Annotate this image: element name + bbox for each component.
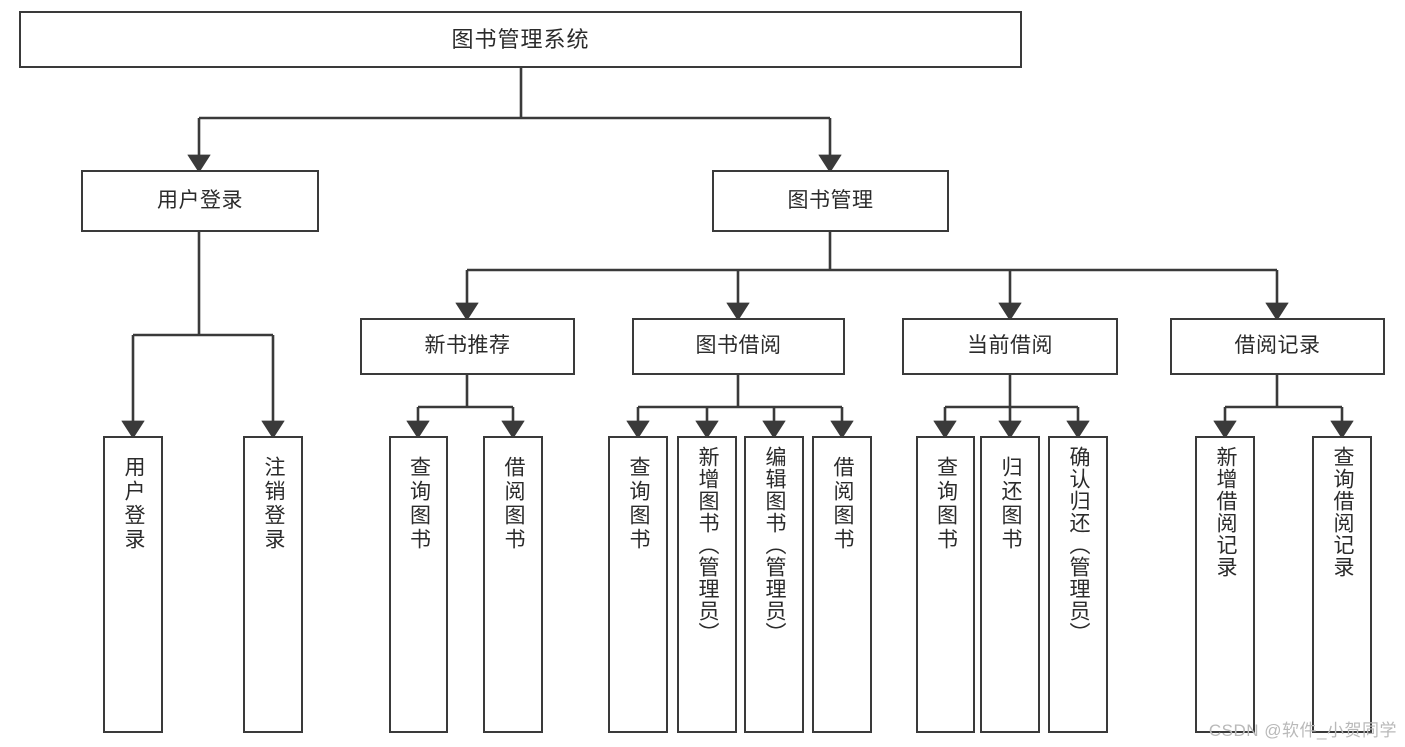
node-borrow-record[interactable]: 借阅记录 [1170,318,1385,375]
node-current-borrow[interactable]: 当前借阅 [902,318,1118,375]
node-label: 注销登录 [262,456,286,552]
node-root-book-management-system[interactable]: 图书管理系统 [19,11,1022,68]
node-label: 用户登录 [157,188,243,212]
node-label: 借阅图书 [502,456,526,552]
node-label: 查询图书 [407,456,431,552]
leaf-query-book-current[interactable]: 查询图书 [916,436,975,733]
node-label: 查询图书 [934,456,958,552]
node-label: 图书管理系统 [451,26,590,52]
node-label: 图书借阅 [695,334,782,358]
leaf-add-book-admin[interactable]: 新增图书（管理员） [677,436,737,733]
node-label: 新增图书（管理员） [696,446,720,644]
watermark: CSDN @软件_小贺同学 [1208,721,1397,740]
node-label: 查询借阅记录 [1331,446,1355,578]
leaf-logout[interactable]: 注销登录 [243,436,303,733]
leaf-return-book[interactable]: 归还图书 [980,436,1040,733]
node-new-book-recommend[interactable]: 新书推荐 [360,318,575,375]
leaf-borrow-book[interactable]: 借阅图书 [812,436,872,733]
leaf-edit-book-admin[interactable]: 编辑图书（管理员） [744,436,804,733]
leaf-confirm-return-admin[interactable]: 确认归还（管理员） [1048,436,1108,733]
node-label: 确认归还（管理员） [1067,446,1091,644]
leaf-user-login[interactable]: 用户登录 [103,436,163,733]
node-label: 当前借阅 [967,334,1053,358]
node-book-borrow[interactable]: 图书借阅 [632,318,845,375]
node-label: 借阅图书 [831,456,855,552]
leaf-add-borrow-record[interactable]: 新增借阅记录 [1195,436,1255,733]
leaf-query-book-borrow[interactable]: 查询图书 [608,436,668,733]
node-label: 归还图书 [999,456,1023,552]
leaf-query-borrow-record[interactable]: 查询借阅记录 [1312,436,1372,733]
node-user-login[interactable]: 用户登录 [81,170,319,232]
node-label: 编辑图书（管理员） [763,446,787,644]
node-book-management[interactable]: 图书管理 [712,170,949,232]
node-label: 新书推荐 [424,334,511,358]
leaf-query-book-recommend[interactable]: 查询图书 [389,436,448,733]
leaf-borrow-book-recommend[interactable]: 借阅图书 [483,436,543,733]
node-label: 用户登录 [122,456,146,552]
node-label: 新增借阅记录 [1214,446,1238,578]
node-label: 查询图书 [627,456,651,552]
node-label: 借阅记录 [1234,334,1321,358]
node-label: 图书管理 [787,188,874,212]
